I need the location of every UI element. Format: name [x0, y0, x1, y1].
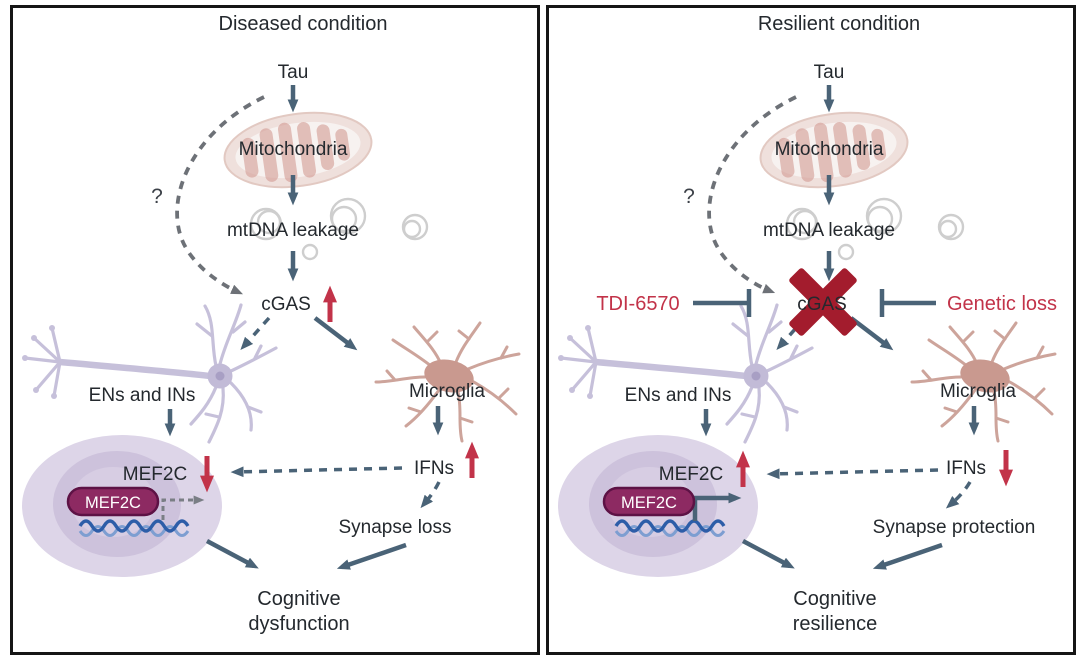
node-neurons: ENs and INs: [89, 385, 196, 406]
node-microglia: Microglia: [940, 381, 1016, 402]
dashed-arrow-ifns-to-mef2c: [766, 468, 939, 480]
node-cgas: cGAS: [797, 294, 847, 315]
mef2c-gene-pill: [602, 486, 696, 517]
transcription-active-arrow-icon: [692, 492, 742, 521]
node-synapse: Synapse loss: [338, 517, 451, 538]
node-ifns: IFNs: [414, 458, 454, 479]
node-outcome-line2: dysfunction: [248, 613, 349, 635]
panel-labels: Diseased condition Tau Mitochondria mtDN…: [85, 13, 485, 635]
panel-title: Diseased condition: [219, 13, 388, 35]
node-outcome-line1: Cognitive: [793, 588, 876, 610]
node-tau: Tau: [278, 62, 309, 83]
node-cgas: cGAS: [261, 294, 311, 315]
node-neurons: ENs and INs: [625, 385, 732, 406]
node-ifns: IFNs: [946, 458, 986, 479]
arrow-cgas-to-microglia: [313, 316, 358, 351]
flow-arrows: [161, 85, 444, 570]
dashed-arrow-cgas-to-neurons: [240, 316, 271, 351]
mef2c-gene-pill-label: MEF2C: [621, 494, 677, 512]
arrow-synapse-to-outcome: [336, 542, 407, 570]
dashed-question-arrow-tau-to-cgas: [175, 95, 265, 295]
node-tau: Tau: [814, 62, 845, 83]
panel-title: Resilient condition: [758, 13, 920, 35]
mef2c-gene-pill-label: MEF2C: [85, 494, 141, 512]
question-mark: ?: [151, 185, 163, 208]
dashed-arrow-ifns-to-mef2c: [230, 466, 403, 478]
dashed-arrow-ifns-to-synapse: [420, 481, 441, 509]
dashed-question-arrow-tau-to-cgas: [707, 95, 797, 294]
arrow-cgas-to-microglia: [849, 316, 894, 351]
node-mtdna-leakage: mtDNA leakage: [763, 220, 895, 241]
node-microglia: Microglia: [409, 381, 485, 402]
panel-labels: Resilient condition Tau Mitochondria mtD…: [596, 13, 1057, 635]
node-outcome-line2: resilience: [793, 613, 877, 635]
inhibitors: [693, 289, 936, 317]
question-mark: ?: [683, 185, 695, 208]
change-indicators: [200, 285, 479, 493]
panel-diseased: Diseased condition Tau Mitochondria mtDN…: [10, 5, 540, 655]
arrow-nucleus-to-outcome: [205, 539, 259, 569]
arrow-synapse-to-outcome: [872, 542, 943, 570]
mef2c-gene-pill: [66, 486, 160, 517]
inhibitor-genetic-loss-label: Genetic loss: [947, 293, 1057, 315]
node-synapse: Synapse protection: [873, 517, 1036, 538]
node-mitochondria: Mitochondria: [239, 139, 348, 160]
node-mitochondria: Mitochondria: [775, 139, 884, 160]
node-outcome-line1: Cognitive: [257, 588, 340, 610]
flow-arrows: [692, 85, 980, 570]
node-mef2c: MEF2C: [123, 464, 187, 485]
node-mef2c: MEF2C: [659, 464, 723, 485]
change-indicators: [736, 450, 1013, 487]
inhibitor-tdi-label: TDI-6570: [596, 293, 679, 315]
dashed-arrow-ifns-to-synapse: [945, 481, 972, 509]
transcription-blocked-arrow-icon: [161, 495, 205, 520]
red-x-icon: [789, 268, 857, 336]
node-mtdna-leakage: mtDNA leakage: [227, 220, 359, 241]
panel-resilient: Resilient condition Tau Mitochondria mtD…: [546, 5, 1076, 655]
arrow-nucleus-to-outcome: [741, 539, 795, 569]
